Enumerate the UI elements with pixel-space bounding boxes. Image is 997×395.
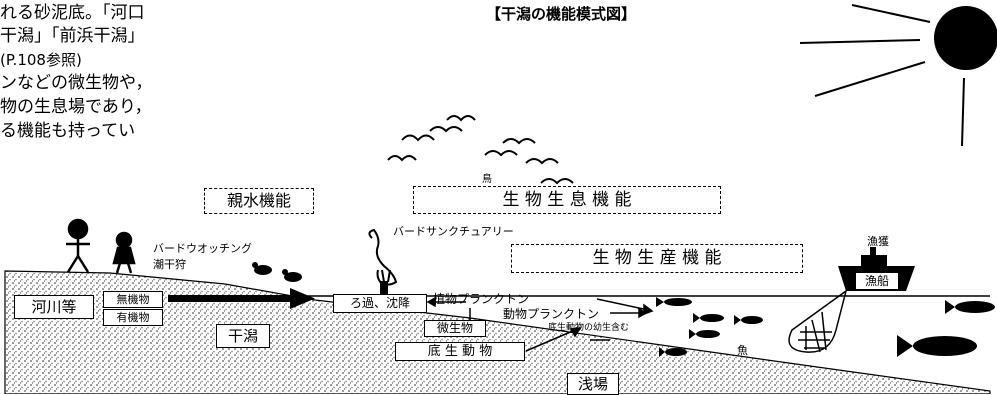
intro-line: 物の生息場であり， [0, 97, 152, 117]
teisei-larvae-label: 底生動物の幼生含む [548, 323, 630, 333]
intro-line: る機能も持ってい [0, 121, 136, 141]
flying-birds-icon [387, 115, 574, 185]
gyokaku-label: 漁獲 [867, 235, 889, 248]
fish-icon [656, 297, 995, 357]
fishing-net-icon [788, 289, 848, 353]
asaba-box: 浅場 [567, 373, 619, 395]
sun-icon [799, 4, 997, 147]
kasen-box: 河川等 [14, 295, 94, 319]
people-icon [66, 218, 136, 274]
doubutsu-plankton-label: 動物プランクトン [503, 307, 600, 321]
flow-arrow [168, 288, 315, 309]
sakana-label: 魚 [737, 344, 748, 357]
bird-sanctuary-label: バードサンクチュアリー [393, 225, 514, 238]
figure-title: 【干潟の機能模式図】 [486, 5, 637, 23]
wading-birds-icon [252, 262, 302, 282]
heron-icon [368, 228, 398, 305]
shinsui-kino-box: 親水機能 [204, 188, 314, 214]
mukibutsu-box: 無機物 [103, 291, 163, 308]
yukibutsu-box: 有機物 [103, 309, 163, 326]
intro-line: (P.108参照) [0, 51, 82, 69]
tori-label: 鳥 [482, 174, 492, 185]
shiohigari-label: 潮干狩 [153, 258, 186, 271]
seibutsu-seisan-kino-box: 生 物 生 産 機 能 [511, 244, 803, 273]
bird-watching-label: バードウオッチング [153, 242, 252, 255]
intro-line: 干潟」「前浜干潟」 [0, 26, 145, 46]
biseibutsu-box: 微生物 [424, 320, 486, 337]
intro-line: ンなどの微生物や， [0, 73, 153, 93]
gyosen-label: 漁船 [855, 272, 899, 290]
shokubutsu-plankton-label: 植物プランクトン [433, 292, 530, 306]
higata-box: 干潟 [216, 324, 270, 348]
teisei-doubutsu-box: 底 生 動 物 [395, 342, 525, 361]
seibutsu-seisoku-kino-box: 生 物 生 息 機 能 [413, 186, 721, 214]
roka-chinko-box: ろ過、沈降 [333, 294, 427, 313]
intro-line: れる砂泥底。「河口 [0, 3, 145, 23]
food-chain-arrows [426, 296, 654, 352]
